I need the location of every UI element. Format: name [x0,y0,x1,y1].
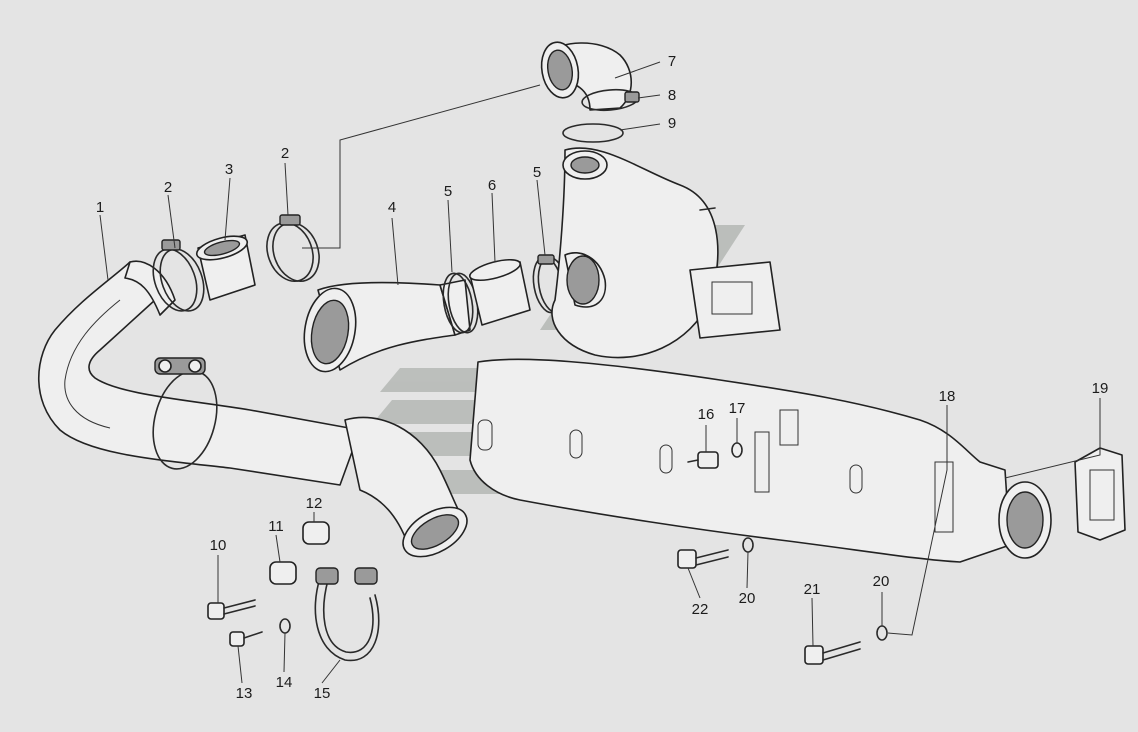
callout-7: 7 [668,53,676,70]
spacer-part-12 [302,521,330,545]
callout-11: 11 [268,518,284,535]
callout-6: 6 [488,177,496,194]
bolt-part-13 [229,631,263,647]
bolt-part-22 [677,549,729,569]
hose-clamp-part-8 [581,88,640,112]
elbow-hose-part-7 [540,41,632,111]
callout-22: 22 [692,601,709,618]
callout-16: 16 [698,406,715,423]
callout-10: 10 [210,537,227,554]
washer-part-20-lower [876,625,888,641]
flange-gasket-part-19 [1074,447,1126,541]
bolt-part-21 [804,641,861,665]
callout-14: 14 [276,674,293,691]
exhaust-manifold [469,358,1052,563]
callout-5-left: 5 [444,183,452,200]
bolt-part-10 [207,599,256,620]
washer-part-20-upper [742,537,754,553]
turbocharger [551,147,781,359]
callout-9: 9 [668,115,676,132]
callout-21: 21 [804,581,821,598]
mounting-clamp-part-15 [314,567,380,662]
callout-2-left: 2 [164,179,172,196]
callout-3: 3 [225,161,233,178]
callout-19: 19 [1092,380,1109,397]
callout-20-lower: 20 [873,573,890,590]
leader-lines [99,61,1101,684]
callout-17: 17 [729,400,746,417]
o-ring-part-9 [562,123,624,143]
callout-12: 12 [306,495,323,512]
callout-15: 15 [314,685,331,702]
callout-5-right: 5 [533,164,541,181]
bolt-part-16 [687,451,719,469]
callout-2-right: 2 [281,145,289,162]
rubber-sleeve-part-3 [195,234,256,301]
washer-part-14 [279,618,291,634]
intake-pipe-part-1 [38,260,468,558]
spacer-part-11 [269,561,297,585]
callout-1: 1 [96,199,104,216]
rubber-sleeve-part-6 [469,258,531,326]
callout-4: 4 [388,199,396,216]
callout-20-upper: 20 [739,590,756,607]
callout-13: 13 [236,685,253,702]
callout-labels: 1 2 2 3 4 5 5 6 7 8 9 10 11 12 13 14 15 … [96,53,1109,702]
reducer-cone-part-4 [303,279,471,373]
callout-18: 18 [939,388,956,405]
hose-clamp-part-2-right [266,214,320,282]
hose-clamp-part-2-left [152,239,205,312]
callout-8: 8 [668,87,676,104]
pipe-clamp [152,357,218,470]
